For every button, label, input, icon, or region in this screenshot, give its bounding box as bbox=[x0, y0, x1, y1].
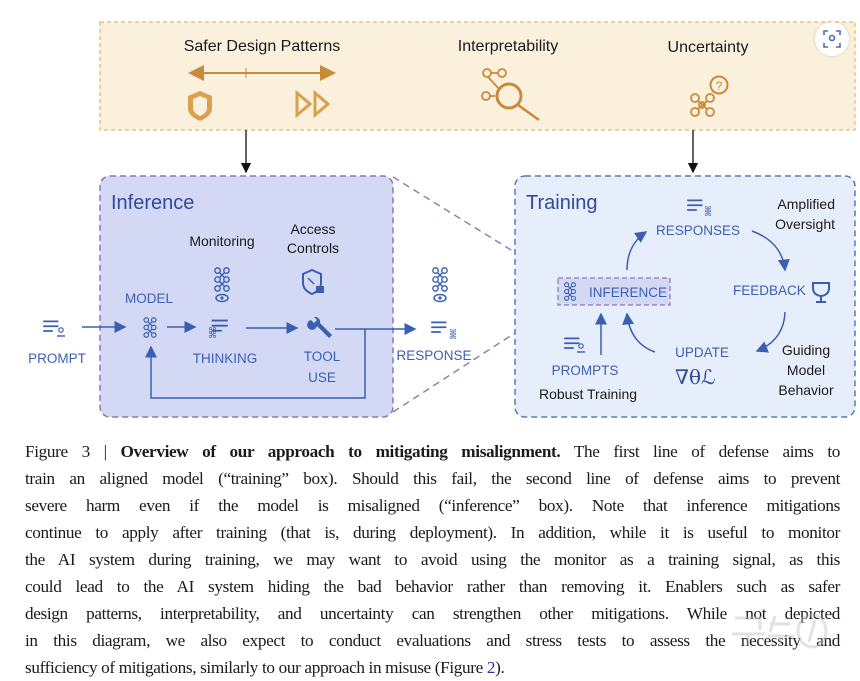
uncertainty-label: Uncertainty bbox=[668, 39, 749, 56]
inference-mini-label: INFERENCE bbox=[589, 285, 667, 300]
training-box bbox=[514, 175, 856, 418]
guiding-label: Guiding bbox=[782, 342, 830, 358]
monitoring-label: Monitoring bbox=[189, 233, 254, 249]
caption-line: the AI system during training, we may wa… bbox=[25, 550, 840, 569]
response-label: RESPONSE bbox=[396, 348, 471, 363]
caption-text: ). bbox=[495, 658, 505, 677]
gradient-symbol: ∇θℒ bbox=[675, 365, 715, 389]
caption-line: train an aligned model (“training” box).… bbox=[25, 469, 840, 488]
prompt-label: PROMPT bbox=[28, 351, 86, 366]
magnifier-network-icon bbox=[481, 68, 540, 122]
trophy-icon bbox=[812, 282, 830, 303]
figure-2-link[interactable]: 2 bbox=[486, 658, 496, 677]
caption-line: sufficiency of mitigations, similarly to… bbox=[25, 654, 840, 681]
figure-number: Figure 3 | bbox=[25, 442, 121, 461]
training-loop-arrows bbox=[595, 230, 790, 355]
caption-line: continue to apply after training (that i… bbox=[25, 523, 840, 542]
caption-title: Overview of our approach to mitigating m… bbox=[120, 442, 561, 461]
shield-icon bbox=[188, 91, 212, 121]
monitor-eye-icon bbox=[431, 267, 449, 303]
network-question-icon: ? bbox=[690, 75, 729, 117]
monitor-eye-icon bbox=[213, 267, 231, 303]
prompts-label: PROMPTS bbox=[552, 363, 619, 378]
feedback-label: FEEDBACK bbox=[733, 283, 806, 298]
figure-caption: Figure 3 | Overview of our approach to m… bbox=[25, 438, 840, 681]
caption-line: Figure 3 | Overview of our approach to m… bbox=[25, 438, 840, 465]
tool-use-label: USE bbox=[308, 370, 336, 385]
flow-arrows bbox=[82, 321, 417, 399]
prompts-icon bbox=[563, 337, 585, 353]
amplified-oversight-label: Oversight bbox=[775, 216, 835, 232]
fast-forward-icon bbox=[295, 89, 331, 119]
responses-label: RESPONSES bbox=[656, 223, 740, 238]
inference-mini-box bbox=[557, 277, 671, 306]
access-controls-label: Controls bbox=[287, 240, 339, 256]
visual-search-button[interactable] bbox=[815, 22, 849, 56]
diagram: Safer Design Patterns Interpretability U… bbox=[28, 21, 856, 418]
caption-text: sufficiency of mitigations, similarly to… bbox=[25, 658, 487, 677]
caption-line: in this diagram, we also expect to condu… bbox=[25, 631, 840, 650]
amplified-oversight-label: Amplified bbox=[777, 196, 835, 212]
double-arrow-icon bbox=[188, 65, 336, 81]
caption-line: severe harm even if the model is misalig… bbox=[25, 496, 840, 515]
enablers-box bbox=[99, 21, 856, 131]
inference-title: Inference bbox=[111, 192, 194, 214]
scan-icon bbox=[823, 30, 841, 48]
response-icon bbox=[430, 321, 457, 339]
caption-line: design patterns, interpretability, and u… bbox=[25, 604, 840, 623]
guiding-label: Behavior bbox=[778, 382, 834, 398]
caption-text: The first line of defense aims to bbox=[560, 442, 841, 461]
caption-line: could lead to the AI system hiding the b… bbox=[25, 577, 840, 596]
watermark-logo bbox=[730, 610, 830, 658]
interpretability-label: Interpretability bbox=[458, 38, 559, 55]
shield-lock-icon bbox=[302, 268, 324, 296]
wrench-icon bbox=[307, 316, 332, 338]
model-label: MODEL bbox=[125, 291, 174, 306]
inference-box bbox=[99, 175, 394, 418]
tool-use-label: TOOL bbox=[304, 349, 341, 364]
update-label: UPDATE bbox=[675, 345, 729, 360]
prompt-icon bbox=[42, 320, 65, 337]
safer-design-label: Safer Design Patterns bbox=[184, 38, 341, 55]
training-title: Training bbox=[526, 192, 598, 214]
robust-training-label: Robust Training bbox=[539, 386, 637, 402]
thinking-label: THINKING bbox=[193, 351, 258, 366]
access-controls-label: Access bbox=[290, 221, 335, 237]
svg-text:?: ? bbox=[716, 79, 723, 93]
guiding-label: Model bbox=[787, 362, 825, 378]
